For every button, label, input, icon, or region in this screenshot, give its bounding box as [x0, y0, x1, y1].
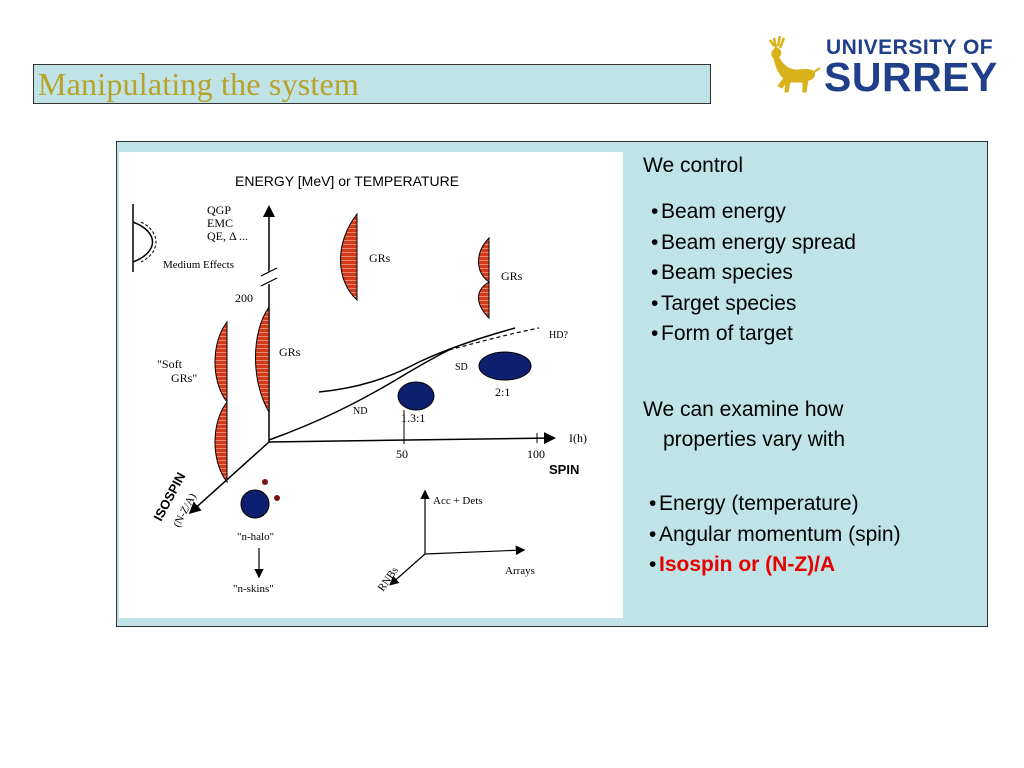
gr-shape-top-middle [340, 212, 358, 302]
logo-university-of: UNIVERSITY OF [826, 36, 994, 59]
ratio-label-1-3: 1.3:1 [401, 411, 425, 425]
arrays-axis [424, 545, 526, 556]
n-halo-nucleus [240, 489, 270, 519]
sd-label: SD [455, 362, 468, 373]
list-item: •Angular momentum (spin) [649, 522, 901, 546]
list-item: •Beam energy spread [651, 230, 856, 254]
list-item: •Target species [651, 291, 797, 315]
medium-effects-bracket [132, 204, 154, 272]
n-halo-neutron-1 [262, 479, 268, 485]
label-qe-delta: QE, Δ ... [207, 229, 248, 243]
we-can-examine-heading-2: properties vary with [663, 428, 846, 451]
nd-line [268, 349, 450, 441]
sd-line [318, 327, 516, 393]
content-panel: ENERGY [MeV] or TEMPERATURE QGP EMC QE, … [116, 141, 988, 627]
gr-shape-axis [255, 305, 270, 414]
isospin-axis [188, 441, 270, 515]
university-logo: UNIVERSITY OF SURREY [760, 34, 997, 106]
label-qgp: QGP [207, 203, 231, 217]
phase-space-diagram: ENERGY [MeV] or TEMPERATURE QGP EMC QE, … [119, 152, 623, 618]
hd-dashed-line [448, 327, 540, 351]
grs-label-left: GRs [279, 345, 301, 359]
acc-dets-label: Acc + Dets [433, 495, 483, 507]
slide-title: Manipulating the system [38, 66, 360, 102]
stag-icon [768, 35, 821, 93]
list-item: •Beam energy [651, 200, 786, 223]
list-item: •Beam species [651, 261, 793, 284]
soft-gr-shape-upper [214, 320, 228, 404]
list-item: •Energy (temperature) [649, 492, 859, 515]
energy-axis-title: ENERGY [MeV] or TEMPERATURE [235, 173, 459, 189]
tick-label-100: 100 [527, 447, 545, 461]
diagram-svg: ENERGY [MeV] or TEMPERATURE QGP EMC QE, … [132, 173, 587, 595]
ellipse-2-1-ratio [478, 351, 532, 381]
spin-axis [268, 432, 556, 445]
tick-label-200: 200 [235, 291, 253, 305]
rnbs-axis [389, 553, 426, 586]
text-panel: We control •Beam energy •Beam energy spr… [643, 142, 983, 622]
nd-label: ND [353, 406, 367, 417]
isospin-highlight: Isospin or (N-Z)/A [659, 553, 836, 576]
gr-shape-top-right [478, 236, 490, 320]
n-halo-neutron-2 [274, 495, 280, 501]
soft-grs-label-1: "Soft [157, 357, 183, 371]
list-item: •Form of target [651, 322, 793, 345]
title-bar: Manipulating the system [33, 64, 711, 104]
control-list: •Beam energy •Beam energy spread •Beam s… [651, 197, 856, 350]
label-emc: EMC [207, 216, 233, 230]
examine-list: •Energy (temperature) •Angular momentum … [649, 489, 901, 581]
grs-label-top-right: GRs [501, 269, 523, 283]
grs-label-top-middle: GRs [369, 251, 391, 265]
soft-gr-shape-lower [214, 400, 228, 484]
spin-axis-unit: I(h) [569, 431, 587, 445]
n-halo-label: "n-halo" [237, 531, 274, 543]
spin-axis-label: SPIN [549, 462, 579, 477]
we-control-heading: We control [643, 154, 743, 177]
list-item: •Isospin or (N-Z)/A [649, 553, 836, 576]
ellipse-1-3-ratio [397, 381, 435, 411]
tick-label-50: 50 [396, 447, 408, 461]
arrays-label: Arrays [505, 565, 535, 577]
label-medium-effects: Medium Effects [163, 259, 234, 271]
soft-grs-label-2: GRs" [171, 371, 197, 385]
ratio-label-2-1: 2:1 [495, 385, 510, 399]
n-skins-label: "n-skins" [233, 583, 274, 595]
logo-surrey: SURREY [824, 54, 998, 100]
we-can-examine-heading-1: We can examine how [643, 398, 844, 421]
hd-label: HD? [549, 330, 568, 341]
